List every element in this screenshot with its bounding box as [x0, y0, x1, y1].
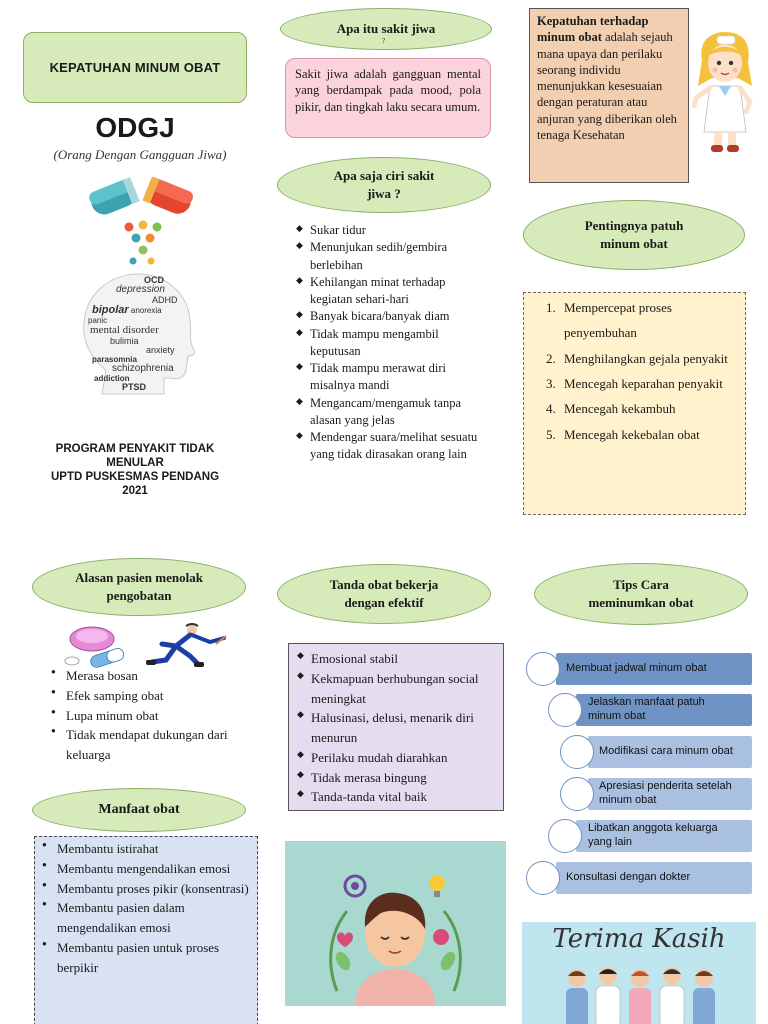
list-item: Halusinasi, delusi, menarik diri menurun [297, 708, 497, 748]
list-item: Sukar tidur [296, 222, 486, 239]
wc-addiction: addiction [94, 373, 130, 383]
list-item: 4.Mencegah kekambuh [546, 401, 676, 417]
list-item: 2.Menghilangkan gejala penyakit [546, 350, 728, 366]
tip-text: Membuat jadwal minum obat [566, 662, 707, 675]
definition-sakit-jiwa-text: Sakit jiwa adalah gangguan mental yang b… [295, 67, 481, 114]
list-item: Tanda-tanda vital baik [297, 787, 497, 807]
tip-step-6: Konsultasi dengan dokter [526, 861, 752, 895]
program-name: PROGRAM PENYAKIT TIDAK MENULAR [55, 443, 215, 470]
list-item: Menunjukan sedih/gembira berlebihan [296, 239, 486, 274]
list-item: Kekmapuan berhubungan social meningkat [297, 669, 497, 709]
oval-tips-text: Tips Cara meminumkan obat [588, 577, 694, 610]
wc-panic: panic [88, 315, 108, 325]
title-box: KEPATUHAN MINUM OBAT [23, 32, 247, 103]
list-item: Membantu mengendalikan emosi [39, 859, 251, 879]
list-item: Emosional stabil [297, 649, 497, 669]
tip-step-1: Membuat jadwal minum obat [526, 652, 752, 686]
list-item: Membantu pasien untuk proses berpikir [39, 938, 251, 978]
manfaat-list: Membantu istirahat Membantu mengendalika… [39, 839, 251, 977]
medical-team-illustration [566, 967, 715, 1024]
pentingnya-box: 1.Mempercepat proses penyembuhan 2.Mengh… [523, 292, 746, 515]
capsule-illustration [89, 177, 193, 265]
tip-step-4: Apresiasi penderita setelah minum obat [560, 777, 752, 811]
nurse-illustration [691, 32, 753, 152]
oval-apa-itu-tail: ? [382, 37, 386, 45]
list-item: Membantu pasien dalam mengendalikan emos… [39, 898, 251, 938]
wc-ocd: OCD [144, 276, 164, 285]
thank-you-card: Terima Kasih [522, 922, 756, 1024]
oval-pentingnya-patuh: Pentingnya patuh minum obat [523, 200, 745, 270]
list-item: Tidak mampu mengambil keputusan [296, 326, 486, 361]
oval-pentingnya-text: Pentingnya patuh minum obat [584, 218, 684, 251]
tip-text: Libatkan anggota keluarga yang lain [588, 822, 718, 848]
tip-step-2: Jelaskan manfaat patuh minum obat [548, 693, 752, 727]
wc-bipolar: bipolar [92, 304, 129, 317]
oval-ciri-sakit-jiwa: Apa saja ciri sakit jiwa ? [277, 157, 491, 213]
oval-apa-itu-text: Apa itu sakit jiwa [336, 21, 436, 37]
tip-text: Modifikasi cara minum obat [599, 745, 733, 758]
oval-manfaat-obat: Manfaat obat [32, 788, 246, 832]
list-item: Membantu istirahat [39, 839, 251, 859]
oval-apa-itu-sakit-jiwa: Apa itu sakit jiwa [280, 8, 492, 50]
list-item: Banyak bicara/banyak diam [296, 308, 486, 325]
kepatuhan-definition-text: adalah sejauh mana upaya dan perilaku se… [537, 30, 677, 142]
list-item: Efek samping obat [48, 686, 238, 706]
wc-ptsd: PTSD [122, 382, 147, 391]
kepatuhan-definition-box: Kepatuhan terhadap minum obat adalah sej… [529, 8, 689, 183]
list-item: 5.Mencegah kekebalan obat [546, 426, 700, 442]
tip-step-3: Modifikasi cara minum obat [560, 735, 752, 769]
manfaat-box: Membantu istirahat Membantu mengendalika… [34, 836, 258, 1024]
alasan-list: Merasa bosan Efek samping obat Lupa minu… [48, 666, 238, 765]
oval-alasan-text: Alasan pasien menolak pengobatan [75, 570, 203, 603]
wc-schizophrenia: schizophrenia [112, 363, 174, 375]
organization-name: UPTD PUSKESMAS PENDANG [50, 471, 220, 484]
wc-parasomnia: parasomnia [92, 354, 137, 364]
kepatuhan-definition-bold: Kepatuhan terhadap minum obat [537, 14, 649, 45]
oval-tanda-obat: Tanda obat bekerja dengan efektif [277, 564, 491, 624]
tip-text: Apresiasi penderita setelah minum obat [599, 780, 732, 806]
wc-bulimia: bulimia [110, 335, 139, 346]
title-box-text: KEPATUHAN MINUM OBAT [49, 60, 221, 75]
oval-tanda-text: Tanda obat bekerja dengan efektif [329, 577, 439, 610]
wc-anorexia: anorexia [130, 306, 162, 316]
tanda-box: Emosional stabil Kekmapuan berhubungan s… [288, 643, 504, 811]
list-item: 1.Mempercepat proses penyembuhan [546, 300, 672, 341]
pills-illustration [64, 626, 125, 668]
pentingnya-list: 1.Mempercepat proses penyembuhan 2.Mengh… [546, 295, 737, 447]
wc-adhd: ADHD [152, 294, 178, 305]
tip-text: Jelaskan manfaat patuh minum obat [588, 696, 705, 722]
list-item: Mengancam/mengamuk tanpa alasan yang jel… [296, 395, 486, 430]
calm-person-illustration [285, 841, 506, 1006]
word-cloud-head: OCD depression ADHD bipolar anorexia pan… [76, 270, 202, 396]
list-item: Tidak mampu merawat diri misalnya mandi [296, 360, 486, 395]
wc-depression: depression [116, 284, 165, 296]
tip-text: Konsultasi dengan dokter [566, 871, 691, 884]
definition-sakit-jiwa-box: Sakit jiwa adalah gangguan mental yang b… [285, 58, 491, 138]
list-item: Membantu proses pikir (konsentrasi) [39, 879, 251, 899]
list-item: Merasa bosan [48, 666, 238, 686]
tanda-list: Emosional stabil Kekmapuan berhubungan s… [297, 649, 497, 807]
running-man-illustration [146, 623, 227, 667]
list-item: 3.Mencegah keparahan penyakit [546, 376, 723, 392]
list-item: Perilaku mudah diarahkan [297, 748, 497, 768]
main-title: ODGJ [95, 112, 175, 143]
list-item: Mendengar suara/melihat sesuatu yang tid… [296, 429, 486, 464]
thank-you-text: Terima Kasih [552, 924, 726, 954]
program-year: 2021 [122, 485, 148, 498]
oval-alasan-pasien: Alasan pasien menolak pengobatan [32, 558, 246, 616]
list-item: Lupa minum obat [48, 706, 238, 726]
oval-ciri-text: Apa saja ciri sakit jiwa ? [333, 168, 435, 201]
program-block: PROGRAM PENYAKIT TIDAK MENULAR UPTD PUSK… [40, 442, 230, 498]
wc-anxiety: anxiety [146, 345, 175, 356]
wc-mental-disorder: mental disorder [90, 324, 159, 337]
oval-manfaat-text: Manfaat obat [98, 801, 180, 817]
list-item: Tidak merasa bingung [297, 768, 497, 788]
tip-step-5: Libatkan anggota keluarga yang lain [548, 819, 752, 853]
list-item: Kehilangan minat terhadap kegiatan sehar… [296, 274, 486, 309]
ciri-list: Sukar tidur Menunjukan sedih/gembira ber… [296, 222, 486, 464]
list-item: Tidak mendapat dukungan dari keluarga [48, 725, 238, 765]
main-subtitle: (Orang Dengan Gangguan Jiwa) [53, 147, 227, 162]
oval-tips-cara: Tips Cara meminumkan obat [534, 563, 748, 625]
